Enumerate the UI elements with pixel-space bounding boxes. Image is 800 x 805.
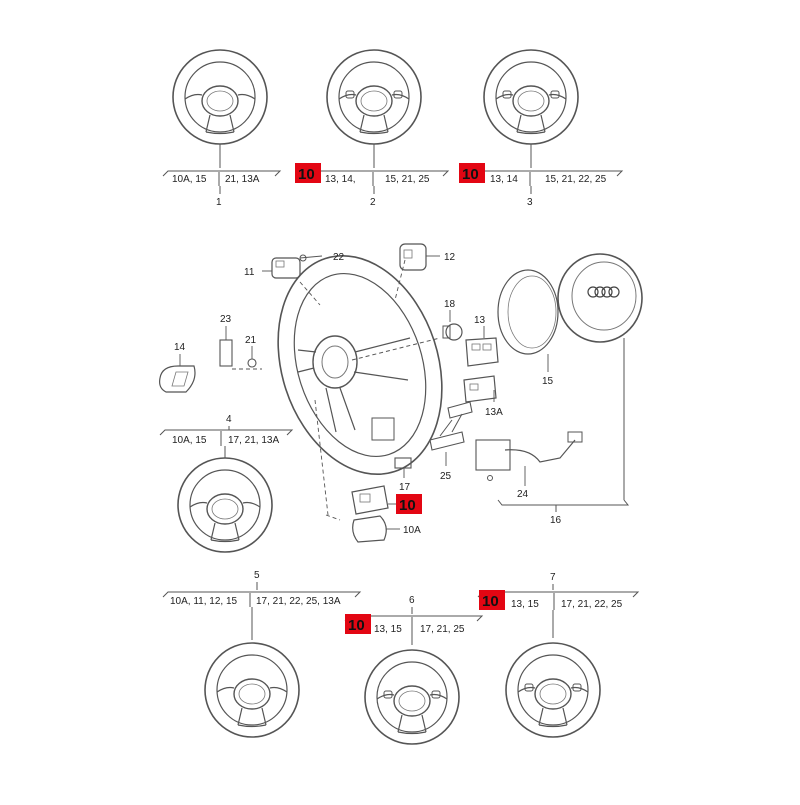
steering-wheel-drawing [327,50,421,144]
svg-text:10: 10 [298,166,315,183]
variant-number: 1 [216,197,222,208]
variant-parts-right: 21, 13A [225,174,260,185]
part-23-clip: 23 [219,314,233,367]
part-17-cover: 17 [394,457,412,493]
callout-11: 11 [244,267,255,278]
variant-parts-right: 17, 21, 22, 25 [561,599,623,610]
part-22-screw: 22 [299,252,345,263]
steering-wheel-drawing [177,457,273,553]
part-12-switch: 12 [399,243,456,271]
part-25-ribbon-cable: 25 [429,401,473,482]
callout-21: 21 [245,335,257,346]
part-10a-switch: 10A [352,515,421,543]
variant-number: 3 [527,197,533,208]
part-13a-button-panel: 13A [463,375,503,418]
steering-wheel-drawing [204,642,300,738]
part-18-knob: 18 [442,299,463,341]
wheel-variant-3: 10 13, 14 15, 21, 22, 25 3 [459,50,624,208]
wheel-variant-7: 7 10 13, 15 17, 21, 22, 25 [477,572,640,737]
part-21-screw: 21 [245,335,257,368]
part-10-tag: 10 [396,494,422,514]
variant-parts-right: 15, 21, 25 [385,174,430,185]
svg-text:10: 10 [462,166,479,183]
variant-parts-left: 10A, 15 [172,435,207,446]
wheel-variant-5: 5 10A, 11, 12, 15 17, 21, 22, 25, 13A [162,570,362,738]
part-11-switch: 11 [244,257,301,279]
steering-wheel-drawing [365,650,459,744]
callout-13: 13 [474,315,486,326]
variant-parts-left: 13, 14, [325,174,356,185]
wheel-variant-2: 10 13, 14, 15, 21, 25 2 [295,50,450,208]
variant-parts-left: 13, 15 [511,599,539,610]
four-rings-logo [587,286,620,298]
callout-17: 17 [399,482,411,493]
svg-text:10: 10 [482,593,499,610]
part-13-button-panel: 13 [465,315,499,367]
callout-16: 16 [550,515,562,526]
callout-22: 22 [333,252,345,263]
callout-23: 23 [220,314,232,325]
variant-number: 5 [254,570,260,581]
callout-25: 25 [440,471,452,482]
part-16-assembly-bracket: 16 [497,338,630,526]
callout-24: 24 [517,489,529,500]
callout-10a: 10A [403,525,421,536]
steering-wheel-drawing [506,643,600,737]
part-10-tag: 10 [345,614,371,634]
svg-text:10: 10 [399,497,416,514]
variant-number: 4 [226,414,232,425]
variant-parts-right: 15, 21, 22, 25 [545,174,607,185]
part-15-airbag: 15 [497,253,643,387]
variant-number: 7 [550,572,556,583]
callout-15: 15 [542,376,554,387]
steering-wheel-drawing [484,50,578,144]
part-10-tag: 10 [295,163,321,183]
part-24-wiring-harness: 24 [475,431,583,500]
callout-12: 12 [444,252,456,263]
variant-number: 2 [370,197,376,208]
callout-14: 14 [174,342,186,353]
svg-text:10: 10 [348,617,365,634]
variant-parts-left: 10A, 11, 12, 15 [170,596,238,607]
variant-number: 6 [409,595,415,606]
part-14-trim: 14 [159,342,196,393]
part-10-tag: 10 [479,590,505,610]
steering-wheel-drawing [172,49,268,145]
wheel-variant-6: 6 10 13, 15 17, 21, 25 [344,595,484,744]
variant-parts-right: 17, 21, 13A [228,435,279,446]
variant-parts-right: 17, 21, 22, 25, 13A [256,596,341,607]
callout-18: 18 [444,299,456,310]
variant-parts-left: 13, 15 [374,624,402,635]
variant-parts-right: 17, 21, 25 [420,624,465,635]
wheel-variant-4: 4 10A, 15 17, 21, 13A [159,414,294,553]
callout-13a: 13A [485,407,503,418]
variant-parts-left: 13, 14 [490,174,518,185]
exploded-steering-wheel: 11 22 12 18 13 [159,243,643,543]
variant-parts-left: 10A, 15 [172,174,207,185]
wheel-variant-1: 10A, 15 21, 13A 1 [162,49,282,208]
part-10-switch: 10 [351,485,422,515]
part-10-tag: 10 [459,163,485,183]
